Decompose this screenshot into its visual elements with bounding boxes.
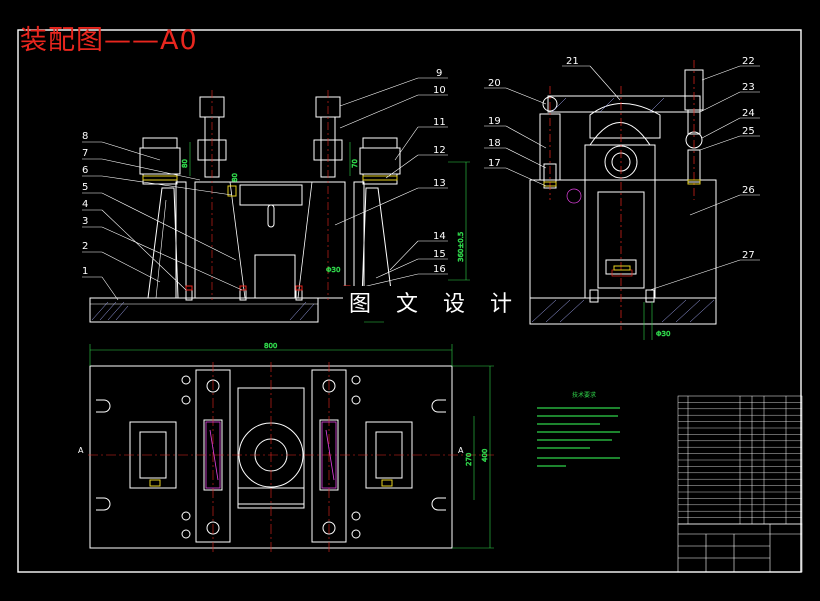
left-callout-leaders <box>82 141 243 301</box>
callout-13: 13 <box>433 178 446 189</box>
plan-view-magenta <box>205 421 337 489</box>
dim-diameter-front: Φ30 <box>326 266 340 274</box>
side-callouts: 20 19 18 17 21 22 23 24 25 26 27 <box>488 56 755 261</box>
callout-19: 19 <box>488 116 501 127</box>
callout-3: 3 <box>82 216 88 227</box>
middle-callouts: 9 10 11 12 13 14 15 16 <box>433 68 446 275</box>
side-view-red <box>549 60 695 330</box>
callout-17: 17 <box>488 158 501 169</box>
callout-16: 16 <box>433 264 446 275</box>
plan-dimensions: 800 400 270 <box>89 342 494 549</box>
callout-12: 12 <box>433 145 446 156</box>
callout-24: 24 <box>742 108 755 119</box>
callout-4: 4 <box>82 199 88 210</box>
left-callouts: 8 7 6 5 4 3 2 1 <box>82 131 88 277</box>
callout-7: 7 <box>82 148 88 159</box>
middle-callout-leaders <box>334 77 448 291</box>
side-view-yellow <box>543 179 701 271</box>
callout-23: 23 <box>742 82 755 93</box>
side-view <box>529 69 717 325</box>
dim-height-a: 80 <box>181 159 189 168</box>
callout-25: 25 <box>742 126 755 137</box>
side-dimensions: Φ30 <box>643 302 671 340</box>
callout-27: 27 <box>742 250 755 261</box>
side-callout-leaders <box>484 65 760 291</box>
callout-10: 10 <box>433 85 446 96</box>
callout-22: 22 <box>742 56 755 67</box>
dim-plan-height-outer: 400 <box>481 449 489 462</box>
callout-14: 14 <box>433 231 446 242</box>
dim-diameter-side: Φ30 <box>656 330 670 338</box>
sheet-border <box>17 29 802 573</box>
watermark-text: 图 文 设 计 <box>343 286 527 318</box>
dim-plan-height-inner: 270 <box>465 453 473 466</box>
drawing-title: 装配图——A0 <box>20 25 198 56</box>
callout-21: 21 <box>566 56 579 67</box>
front-view-red-parts <box>185 90 351 300</box>
front-dimensions: 360±0.5 80 70 80 Φ30 <box>181 142 470 323</box>
section-marks: A A <box>78 446 464 455</box>
callout-20: 20 <box>488 78 501 89</box>
side-view-hatch <box>531 97 715 323</box>
dim-height-c: 80 <box>231 173 239 182</box>
callout-1: 1 <box>82 266 88 277</box>
callout-9: 9 <box>436 68 442 79</box>
callout-26: 26 <box>742 185 755 196</box>
callout-8: 8 <box>82 131 88 142</box>
callout-2: 2 <box>82 241 88 252</box>
callout-15: 15 <box>433 249 446 260</box>
plan-view-red <box>88 362 496 552</box>
callout-6: 6 <box>82 165 88 176</box>
callout-11: 11 <box>433 117 446 128</box>
section-mark-right: A <box>458 446 464 455</box>
parts-list-rows <box>678 402 802 525</box>
dim-plan-width: 800 <box>264 342 277 350</box>
section-mark-left: A <box>78 446 84 455</box>
technical-notes: 技术要求 <box>537 391 620 467</box>
notes-title: 技术要求 <box>572 391 596 399</box>
plan-view-yellow <box>149 479 393 487</box>
dim-side-height: 360±0.5 <box>457 232 465 262</box>
front-view-yellow <box>142 175 398 197</box>
callout-5: 5 <box>82 182 88 193</box>
title-block <box>677 523 803 573</box>
dim-height-b: 70 <box>351 159 359 168</box>
callout-18: 18 <box>488 138 501 149</box>
